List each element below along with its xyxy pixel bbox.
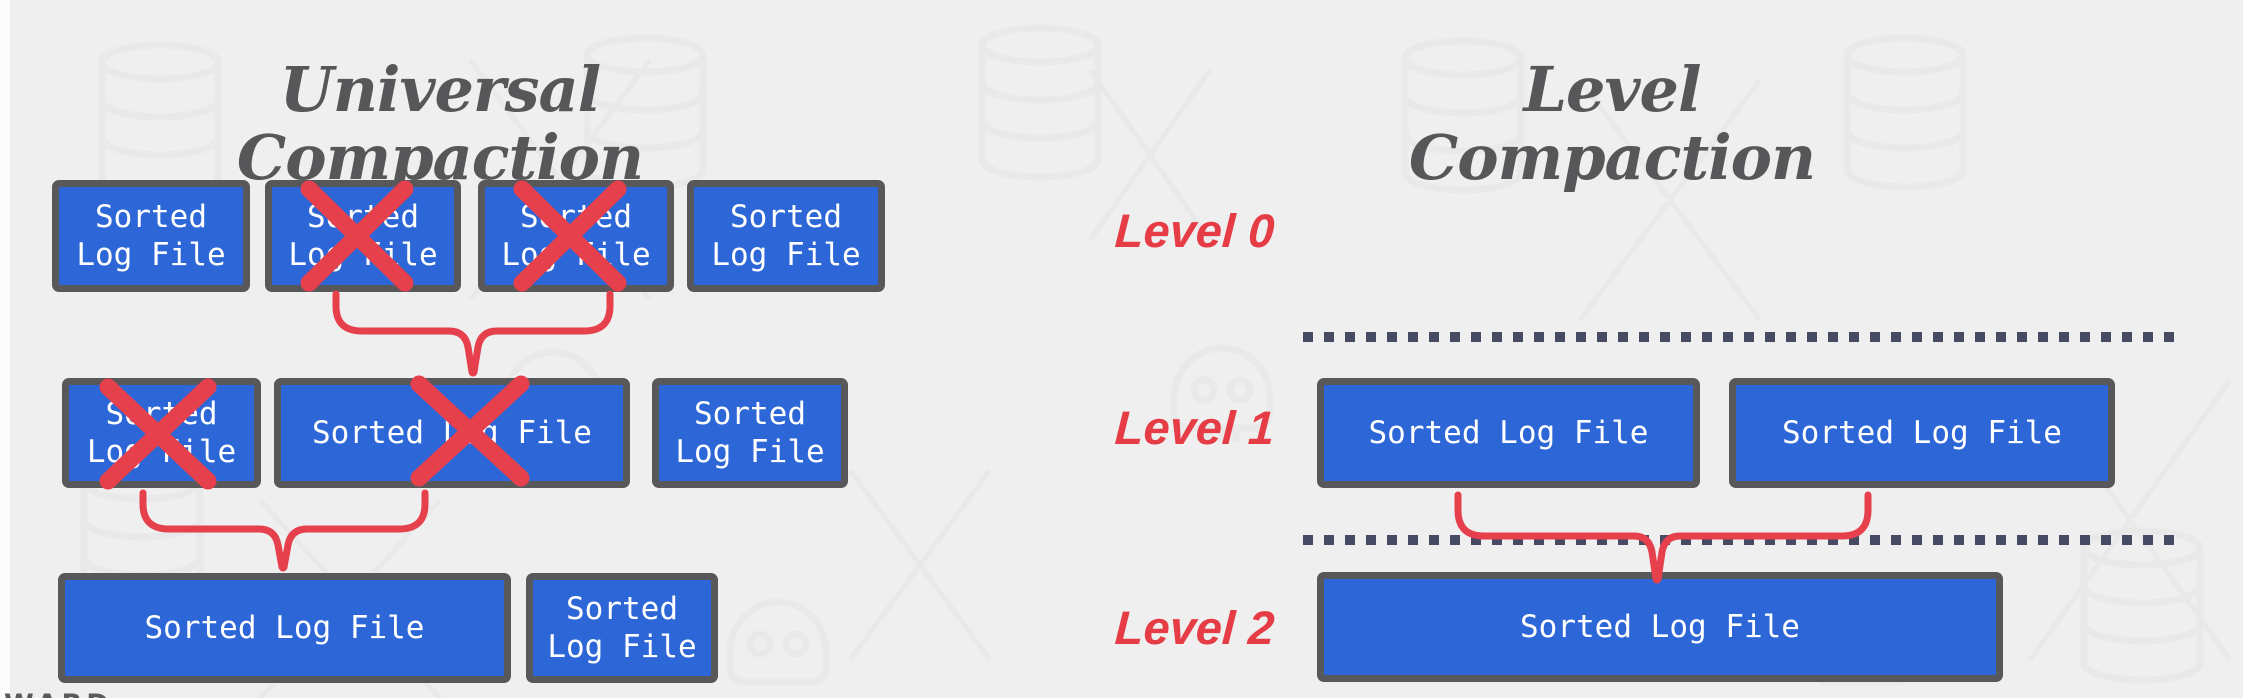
sorted-log-file-box: Sorted Log File xyxy=(62,378,261,488)
box-label: Sorted Log File xyxy=(1520,609,1800,645)
sorted-log-file-box: Sorted Log File xyxy=(52,180,250,292)
level-2-label: Level 2 xyxy=(1113,601,1276,654)
level-compaction-title: Level Compaction xyxy=(1408,53,1816,195)
sorted-log-file-box: Sorted Log File xyxy=(526,573,718,683)
sorted-log-file-box: Sorted Log File xyxy=(478,180,674,292)
sorted-log-file-box: Sorted Log File xyxy=(1317,378,1700,488)
level-divider-dotted-line xyxy=(1303,332,2180,342)
box-label: Sorted Log File xyxy=(288,199,438,273)
cross-lattice-icon xyxy=(847,468,993,662)
box-label: Sorted Log File xyxy=(711,199,861,273)
box-label: Sorted Log File xyxy=(547,591,697,665)
sorted-log-file-box: Sorted Log File xyxy=(687,180,885,292)
partial-watermark-text: WARD xyxy=(4,690,224,698)
level-divider-dotted-line xyxy=(1303,535,2180,545)
box-label: Sorted Log File xyxy=(144,610,425,646)
sorted-log-file-box: Sorted Log File xyxy=(652,378,848,488)
level-1-label: Level 1 xyxy=(1113,401,1276,454)
sorted-log-file-box: Sorted Log File xyxy=(265,180,461,292)
box-label: Sorted Log File xyxy=(1782,415,2062,451)
sorted-log-file-box: Sorted Log File xyxy=(274,378,630,488)
universal-compaction-title: Universal Compaction xyxy=(236,53,644,195)
sorted-log-file-box: Sorted Log File xyxy=(1317,572,2003,682)
box-label: Sorted Log File xyxy=(1368,415,1649,451)
box-label: Sorted Log File xyxy=(501,199,651,273)
level-0-label: Level 0 xyxy=(1113,204,1276,257)
left-edge-strip xyxy=(0,0,10,698)
merge-brace xyxy=(139,489,429,572)
database-cylinder-icon xyxy=(2080,527,2204,684)
sorted-log-file-box: Sorted Log File xyxy=(58,573,511,683)
skull-icon xyxy=(726,598,830,686)
merge-brace xyxy=(332,290,614,377)
box-label: Sorted Log File xyxy=(86,396,237,470)
database-cylinder-icon xyxy=(978,24,1102,181)
box-label: Sorted Log File xyxy=(312,415,592,451)
box-label: Sorted Log File xyxy=(76,199,226,273)
box-label: Sorted Log File xyxy=(675,396,825,470)
sorted-log-file-box: Sorted Log File xyxy=(1729,378,2115,488)
